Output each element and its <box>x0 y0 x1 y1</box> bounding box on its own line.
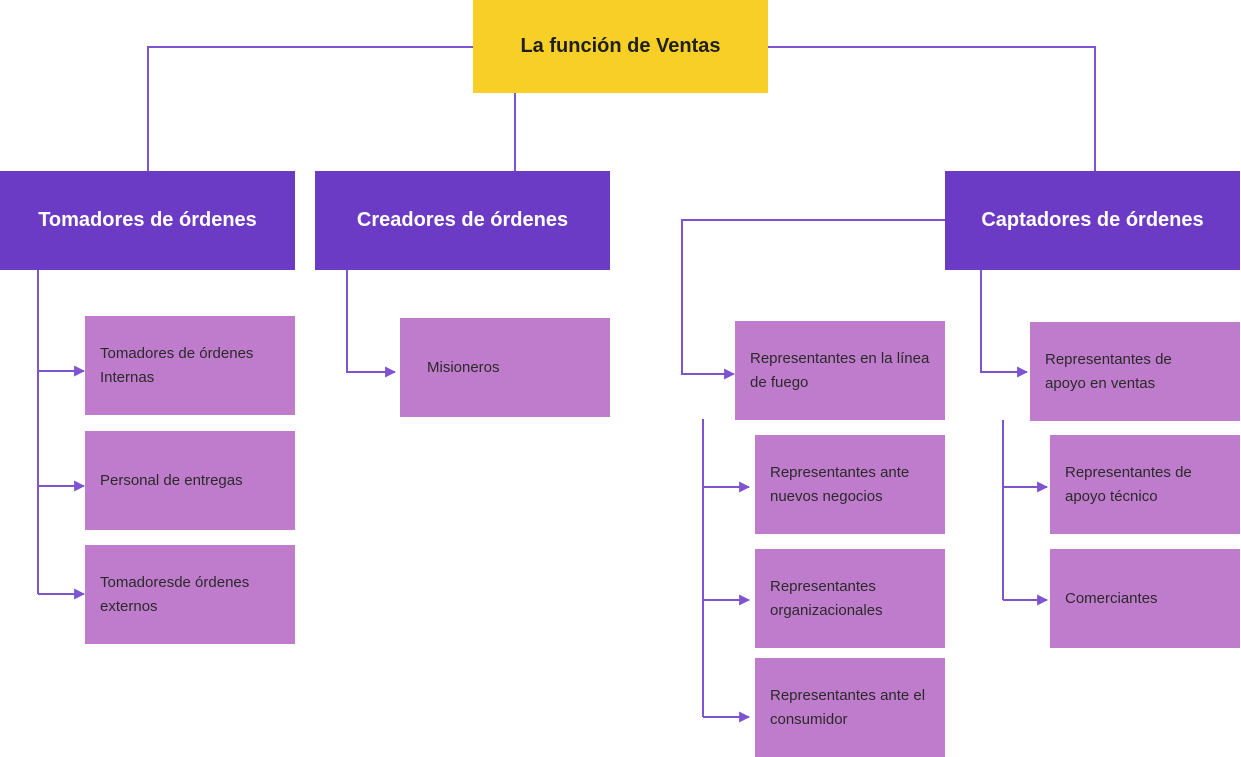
leaf-label: Representantes ante nuevos negocios <box>770 463 910 505</box>
category-creadores: Creadores de órdenes <box>315 171 610 270</box>
leaf-consumidor: Representantes ante el consumidor <box>755 658 945 757</box>
leaf-label: Tomadoresde órdenes externos <box>100 573 250 615</box>
leaf-label: Representantes ante el consumidor <box>770 686 926 728</box>
leaf-label: Tomadores de órdenes Internas <box>100 344 254 386</box>
leaf-label: Representantes de apoyo técnico <box>1065 463 1192 505</box>
group-apoyo-en-ventas: Representantes de apoyo en ventas <box>1030 322 1240 421</box>
leaf-nuevos-negocios: Representantes ante nuevos negocios <box>755 435 945 534</box>
connector-captadores-fuego <box>681 219 945 380</box>
connector-captadores-apoyo <box>980 270 1029 378</box>
root-label: La función de Ventas <box>520 35 721 57</box>
leaf-label: Misioneros <box>427 358 500 376</box>
leaf-comerciantes: Comerciantes <box>1050 549 1240 648</box>
leaf-misioneros: Misioneros <box>400 318 610 417</box>
leaf-tomadores-externos: Tomadoresde órdenes externos <box>85 545 295 644</box>
leaf-label: Representantes organizacionales <box>770 577 883 619</box>
category-tomadores: Tomadores de órdenes <box>0 171 295 270</box>
group-label: Representantes de apoyo en ventas <box>1045 350 1172 392</box>
leaf-personal-entregas: Personal de entregas <box>85 431 295 530</box>
leaf-apoyo-tecnico: Representantes de apoyo técnico <box>1050 435 1240 534</box>
category-captadores: Captadores de órdenes <box>945 171 1240 270</box>
category-label: Creadores de órdenes <box>356 209 569 231</box>
leaf-tomadores-internas: Tomadores de órdenes Internas <box>85 316 295 415</box>
connector-root-right <box>768 46 1096 171</box>
root-node: La función de Ventas <box>473 0 768 93</box>
leaf-label: Comerciantes <box>1065 589 1158 607</box>
connector-creadores-1 <box>346 270 397 378</box>
leaf-label: Personal de entregas <box>100 471 243 489</box>
leaf-organizacionales: Representantes organizacionales <box>755 549 945 648</box>
group-linea-de-fuego: Representantes en la línea de fuego <box>735 321 945 420</box>
group-label: Representantes en la línea de fuego <box>750 349 930 391</box>
connector-root-left <box>147 46 473 171</box>
category-label: Captadores de órdenes <box>981 209 1204 231</box>
category-label: Tomadores de órdenes <box>38 209 257 231</box>
